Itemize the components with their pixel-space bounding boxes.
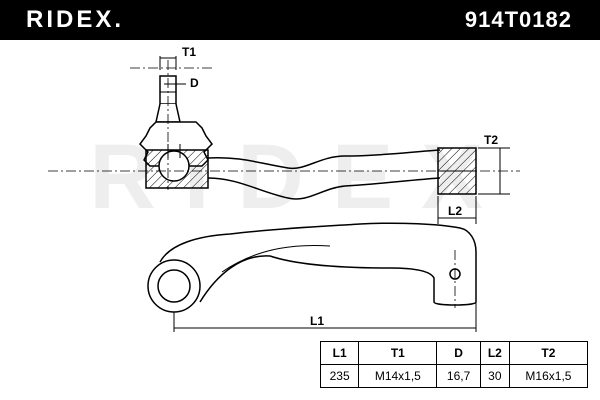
center-lines [48, 60, 520, 308]
spec-header-t1: T1 [358, 341, 438, 365]
part-number: 914T0182 [464, 7, 572, 32]
spec-table: L1 T1 D L2 T2 235 M14x1,5 16,7 30 M16x1,… [319, 341, 589, 388]
spec-value-t1: M14x1,5 [358, 364, 438, 388]
spec-value-l2: 30 [479, 364, 510, 388]
eye-inner [157, 269, 191, 303]
spec-value-t2: M16x1,5 [508, 364, 589, 388]
spec-header-d: D [436, 341, 481, 365]
spec-header-row: L1 T1 D L2 T2 [319, 341, 589, 365]
label-d: D [190, 76, 199, 90]
spec-header-l2: L2 [479, 341, 510, 365]
side-arm [159, 222, 477, 306]
header-bar: RIDEX. 914T0182 [0, 0, 600, 40]
spec-header-l1: L1 [319, 341, 360, 365]
tie-rod-arm [207, 149, 441, 200]
side-view [147, 222, 477, 313]
label-l2: L2 [448, 204, 462, 218]
spec-value-l1: 235 [319, 364, 360, 388]
eye-outer [147, 259, 201, 313]
label-l1: L1 [310, 314, 324, 328]
label-t2: T2 [484, 133, 498, 147]
ball-joint [158, 150, 190, 182]
side-hole [449, 268, 461, 280]
spec-header-t2: T2 [508, 341, 589, 365]
spec-value-row: 235 M14x1,5 16,7 30 M16x1,5 [319, 364, 589, 388]
label-t1: T1 [182, 45, 196, 59]
spec-value-d: 16,7 [436, 364, 481, 388]
brand-logo: RIDEX. [26, 6, 125, 33]
technical-drawing: RIDEX [48, 45, 520, 332]
